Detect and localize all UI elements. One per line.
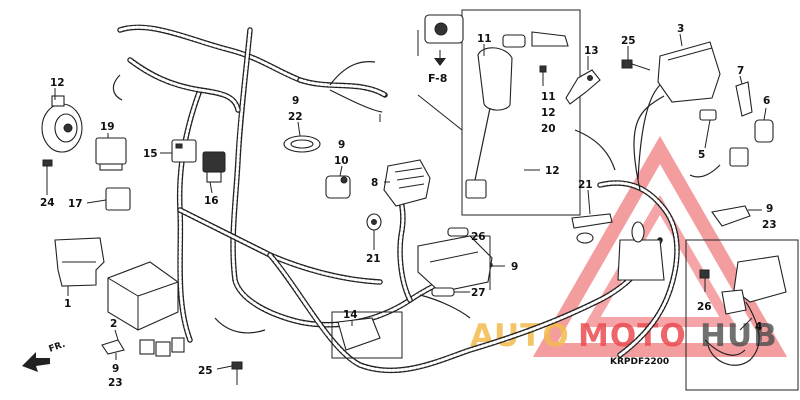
callout-9-mid: 9 xyxy=(338,139,345,151)
front-direction: FR. xyxy=(22,340,67,372)
horn xyxy=(41,95,83,153)
relay-18 xyxy=(105,187,131,211)
callout-3: 3 xyxy=(677,23,684,35)
callout-5: 5 xyxy=(698,149,705,161)
control-unit-2 xyxy=(107,261,179,331)
callout-1: 1 xyxy=(64,298,71,310)
callout-9-lower-left: 9 xyxy=(112,363,119,375)
fuse-27-lower xyxy=(431,287,455,297)
watermark-hub: HUB xyxy=(700,318,778,354)
clip-9-lower-left xyxy=(101,339,125,355)
callout-23-lower-left: 23 xyxy=(108,377,123,389)
callout-18: 17 xyxy=(68,198,83,210)
callout-16: 15 xyxy=(143,148,158,160)
bolt-25-lower xyxy=(231,361,243,385)
callout-10: 10 xyxy=(334,155,349,167)
connector-16 xyxy=(171,139,197,163)
callout-27-lower: 27 xyxy=(471,287,486,299)
reservoir xyxy=(617,221,665,281)
band-21 xyxy=(571,213,613,244)
callout-11-lower: 11 xyxy=(541,91,556,103)
screw-11 xyxy=(539,65,547,86)
callout-13: 13 xyxy=(584,45,599,57)
leader-lines xyxy=(46,30,767,370)
bolt-25-upper xyxy=(42,159,53,182)
callout-24: 21 xyxy=(366,253,381,265)
connector-5 xyxy=(699,109,749,167)
fuse-box-9 xyxy=(417,235,493,293)
plug-cap-7 xyxy=(735,81,753,117)
ignition-switch-11 xyxy=(424,9,581,216)
callout-9-fuse: 9 xyxy=(511,261,518,273)
section-ref-label: F-8 xyxy=(428,72,447,85)
clip-9-right xyxy=(711,205,751,227)
screw-26-upper xyxy=(621,59,651,71)
main-harness xyxy=(117,24,680,374)
callout-11-upper: 11 xyxy=(477,33,492,45)
regulator-8 xyxy=(383,159,431,207)
boot-10 xyxy=(325,175,351,199)
starter-relay-4 xyxy=(685,239,799,391)
callout-21: 21 xyxy=(578,179,593,191)
callout-6: 6 xyxy=(763,95,770,107)
callout-2: 2 xyxy=(110,318,117,330)
section-ref: F-8 xyxy=(428,50,447,85)
thin-wires xyxy=(112,60,746,356)
relay-17 xyxy=(202,151,226,183)
callout-12-mid: 12 xyxy=(541,107,556,119)
terminal-14 xyxy=(331,311,403,359)
key-13 xyxy=(565,69,601,105)
callout-4: 4 xyxy=(755,321,762,333)
front-arrow-icon xyxy=(22,352,50,372)
grommet-24 xyxy=(366,213,382,231)
callout-15: 12 xyxy=(50,77,65,89)
front-label: FR. xyxy=(48,340,67,355)
callout-7: 7 xyxy=(737,65,744,77)
clamp-22 xyxy=(283,135,321,153)
callout-9-right: 9 xyxy=(766,203,773,215)
bracket-1 xyxy=(54,237,105,287)
relay-19 xyxy=(95,137,127,171)
callout-27-upper: 26 xyxy=(471,231,486,243)
callout-25-upper: 24 xyxy=(40,197,55,209)
section-arrow-icon xyxy=(434,58,446,66)
callout-23-right: 23 xyxy=(762,219,777,231)
watermark-moto: MOTO xyxy=(578,318,687,354)
suppressor-6 xyxy=(754,119,774,143)
coupler-cluster xyxy=(139,337,185,357)
callout-19: 19 xyxy=(100,121,115,133)
callout-22: 22 xyxy=(288,111,303,123)
screw-26-lower xyxy=(699,269,710,292)
callout-20: 20 xyxy=(541,123,556,135)
ignition-coil-3 xyxy=(633,41,721,191)
fuse-27-upper xyxy=(447,227,469,237)
callout-14: 14 xyxy=(343,309,358,321)
diagram-code: KRPDF2200 xyxy=(610,357,669,367)
watermark-triangle xyxy=(532,135,788,357)
callout-25-lower: 25 xyxy=(198,365,213,377)
callout-8: 8 xyxy=(371,177,378,189)
callout-12-right: 12 xyxy=(545,165,560,177)
callouts: 12 24 19 15 16 17 1 2 9 23 25 9 22 9 10 … xyxy=(40,23,777,389)
callout-26-lower: 26 xyxy=(697,301,712,313)
callout-17: 16 xyxy=(204,195,219,207)
callout-9-top: 9 xyxy=(292,95,299,107)
callout-26-upper: 25 xyxy=(621,35,636,47)
